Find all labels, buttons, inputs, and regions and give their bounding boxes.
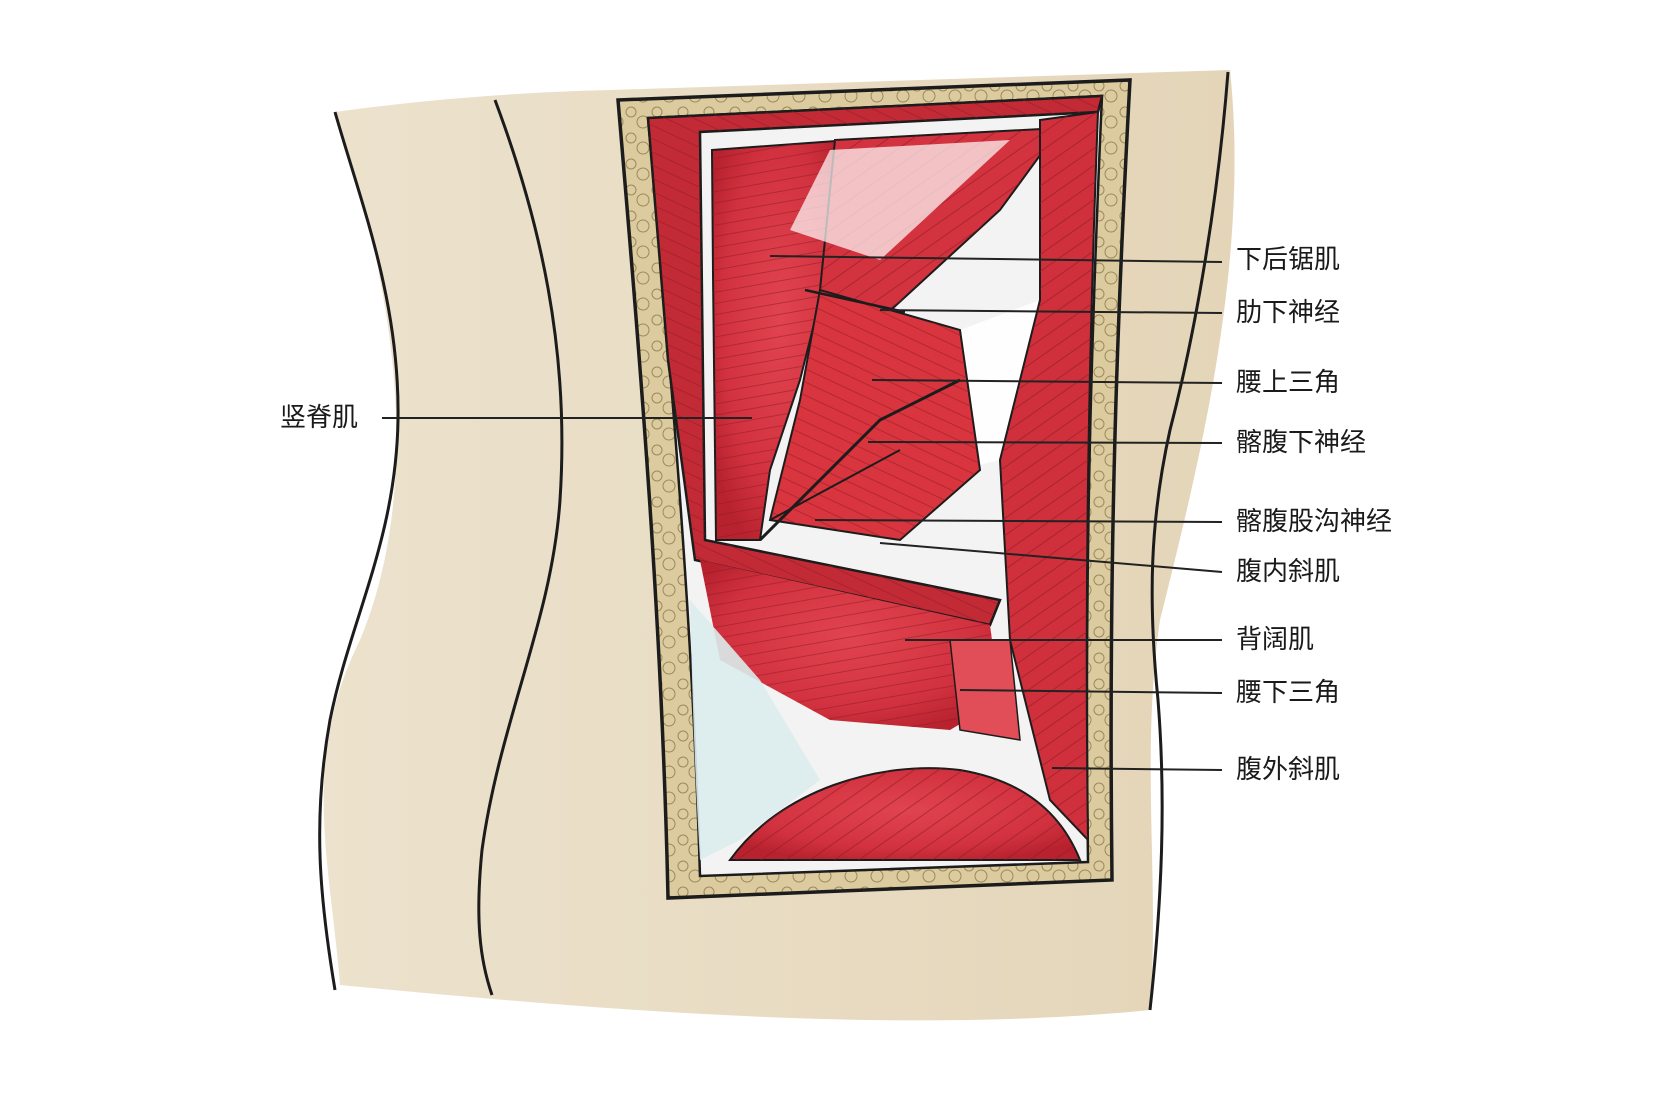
leader-subcostal	[879, 309, 1223, 314]
leader-external-oblique	[1051, 767, 1223, 771]
latissimus-flap-fiber	[648, 96, 1102, 625]
skin-contour-left	[318, 111, 400, 991]
label-serratus-posterior-inferior: 下后锯肌	[1236, 245, 1341, 275]
leader-inferior-triangle	[959, 689, 1223, 694]
fascia-streak-2	[960, 300, 1040, 470]
label-subcostal-nerve: 肋下神经	[1236, 298, 1341, 328]
external-oblique-strip-fiber	[1000, 112, 1098, 840]
label-external-oblique: 腹外斜肌	[1236, 755, 1341, 785]
label-ilioinguinal-nerve: 髂腹股沟神经	[1236, 507, 1393, 537]
leader-lines	[382, 255, 1223, 771]
iliohypogastric-nerve	[758, 378, 961, 542]
label-inferior-lumbar-triangle: 腰下三角	[1236, 678, 1341, 708]
skin-contour-inner	[477, 99, 564, 996]
leader-internal-oblique	[879, 542, 1223, 573]
label-latissimus-dorsi: 背阔肌	[1236, 625, 1315, 655]
fascia-streak-1	[790, 140, 1010, 260]
leader-ilioinguinal	[814, 519, 1223, 523]
leader-iliohypogastric	[867, 441, 1223, 444]
erector-spinae-fiber	[712, 140, 850, 540]
ilioinguinal-nerve	[769, 449, 901, 521]
label-internal-oblique: 腹内斜肌	[1236, 557, 1341, 587]
subcostal-nerve	[804, 288, 906, 314]
skin-contour-right	[1148, 71, 1230, 1011]
thoracolumbar-fascia	[690, 600, 820, 860]
latissimus-dorsi-fiber	[700, 560, 1000, 730]
label-superior-lumbar-triangle: 腰上三角	[1236, 368, 1341, 398]
label-iliohypogastric-nerve: 髂腹下神经	[1236, 428, 1367, 458]
leader-serratus	[769, 255, 1223, 263]
lower-muscle-belly-fiber	[730, 768, 1080, 860]
leader-superior-triangle	[871, 379, 1223, 384]
label-erector-spinae: 竖脊肌	[280, 403, 359, 433]
